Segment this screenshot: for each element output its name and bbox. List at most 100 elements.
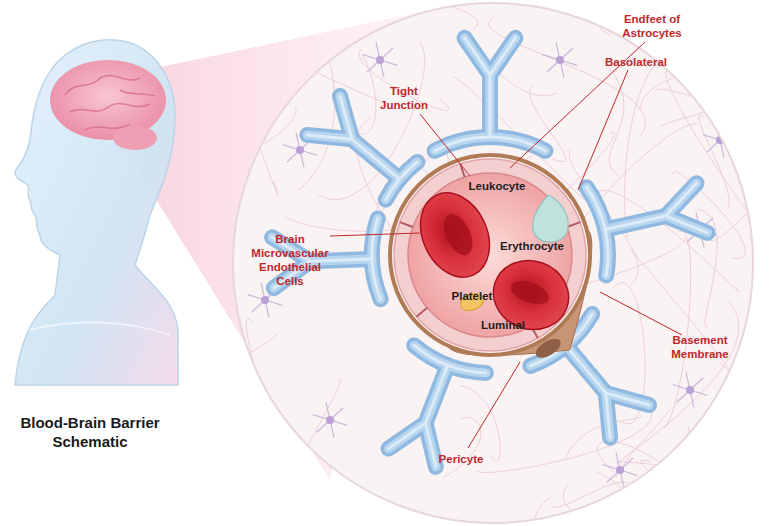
astrocyte-body [616, 466, 624, 474]
endfoot [666, 183, 697, 216]
endfoot [435, 137, 546, 151]
endfoot [388, 423, 425, 449]
tissue-fiber [655, 89, 774, 154]
astrocyte [703, 122, 737, 157]
endfoot [566, 345, 606, 392]
tissue-fiber [617, 462, 709, 497]
tissue-fiber [615, 410, 669, 477]
tissue-fiber [666, 69, 757, 223]
endfoot [310, 259, 372, 261]
erythrocyte-center [508, 276, 552, 308]
endfoot [340, 96, 352, 139]
endfoot [666, 183, 697, 216]
tissue-fibers [171, 0, 774, 526]
endfoot [307, 135, 352, 139]
tissue-fiber [597, 441, 690, 490]
diagram-title: Blood-Brain Barrier Schematic [10, 413, 170, 451]
leader-line [420, 114, 470, 176]
endfoot [425, 423, 435, 467]
endfoot [606, 393, 649, 405]
endfoot [666, 216, 708, 233]
endfoot [388, 423, 425, 449]
astrocyte-process [720, 140, 737, 145]
endfoot [465, 38, 490, 75]
astrocyte [673, 372, 707, 407]
astrocyte-body [261, 296, 269, 304]
endfoot [388, 423, 425, 449]
tissue-fiber [171, 334, 278, 405]
endfoot [666, 183, 697, 216]
astrocyte [313, 402, 347, 437]
astrocytes [248, 42, 737, 487]
endfoot [486, 75, 495, 137]
leader-lines [330, 42, 682, 448]
callout-label: Basement Membrane [664, 333, 736, 361]
endfoot [490, 38, 515, 75]
leukocyte [533, 195, 569, 242]
tissue-fiber [664, 231, 690, 428]
tissue-fiber [640, 460, 774, 526]
callout-label: Basolateral [586, 55, 686, 69]
tissue-fiber [535, 497, 579, 526]
leader-line [468, 362, 520, 448]
endfoot [307, 135, 352, 139]
endfoot [307, 135, 352, 139]
basement-membrane [390, 155, 590, 355]
tissue-fiber [240, 0, 264, 96]
tissue-fiber [199, 6, 335, 42]
astrocyte-process [720, 128, 733, 140]
erythrocyte [407, 182, 502, 289]
tight-junction [460, 164, 464, 177]
astrocyte-body [686, 386, 694, 394]
tissue-fiber [246, 319, 278, 463]
erythrocyte-1 [407, 182, 502, 289]
tissue-fiber [296, 0, 477, 29]
endfoot [605, 216, 666, 229]
tissue-fiber [688, 427, 725, 526]
leader-line [600, 292, 682, 335]
tissue-fiber [553, 482, 639, 507]
cell-label: Luminal [468, 318, 538, 332]
astrocyte-body [376, 56, 384, 64]
endfoot [666, 216, 708, 233]
brain [50, 60, 166, 140]
leader-line [330, 233, 420, 236]
astrocyte [603, 452, 637, 487]
astrocyte-body [556, 56, 564, 64]
endfoot [606, 393, 649, 405]
tight-junction [416, 308, 427, 317]
tissue-fiber [202, 0, 277, 1]
callout-label: Pericyte [421, 452, 501, 466]
cell-label: Platelet [437, 289, 507, 303]
endfoot [425, 365, 447, 423]
tissue-fiber [562, 0, 616, 8]
tissue-fiber [319, 42, 425, 200]
endfoot [605, 216, 666, 229]
astrocyte-body [296, 146, 304, 154]
endfoot [465, 38, 490, 75]
erythrocyte-center [438, 210, 478, 260]
endfoot [605, 216, 666, 229]
endfoot [340, 96, 352, 139]
callout-label: Brain Microvascular Endothelial Cells [246, 232, 334, 288]
tissue-fiber [299, 41, 335, 190]
cell-label: Erythrocyte [487, 239, 577, 253]
cell-label: Leukocyte [457, 179, 537, 193]
tissue-fiber [601, 58, 624, 176]
endfoot [310, 259, 372, 261]
endfoot [425, 423, 435, 467]
tight-junction [567, 222, 580, 227]
tissue-fiber [658, 506, 767, 526]
tissue-fiber [692, 56, 758, 118]
astrocyte [363, 42, 397, 77]
brain-folds [65, 76, 155, 130]
endfoot [340, 96, 352, 139]
pericyte-nucleus [533, 335, 564, 362]
tissue-fiber [563, 485, 752, 526]
endfoot [489, 75, 492, 137]
tissue-fiber [736, 30, 774, 75]
endfoot [352, 139, 399, 179]
tissue-fiber [699, 115, 730, 208]
leader-line [578, 70, 628, 190]
